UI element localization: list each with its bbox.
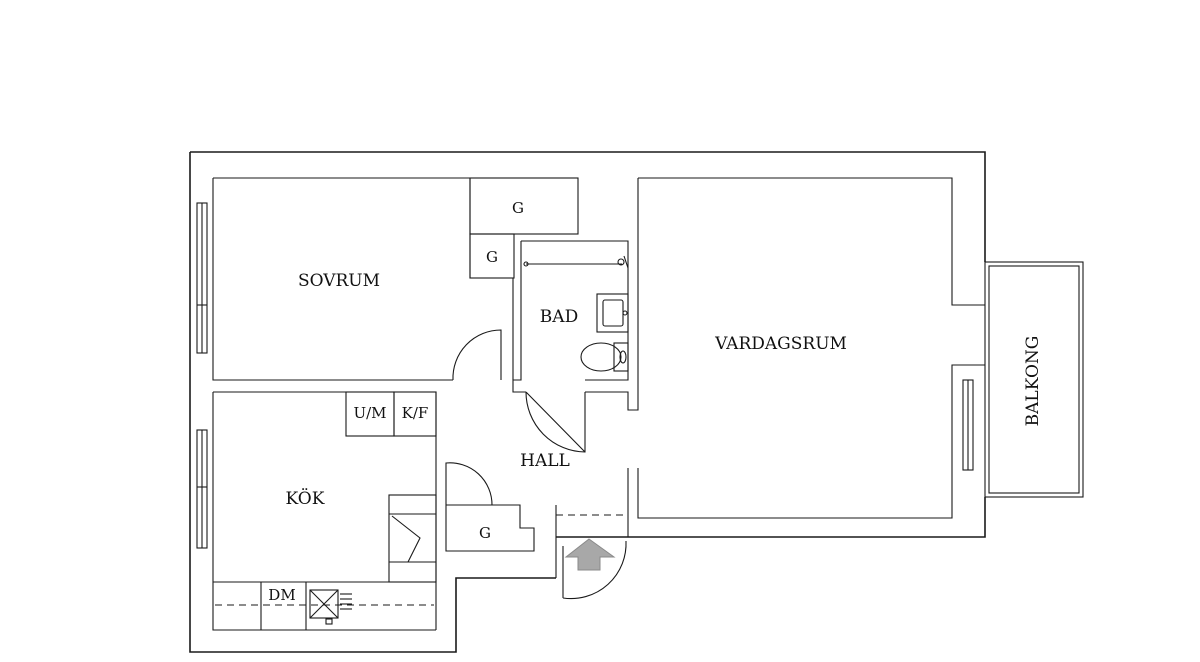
shower-rail <box>523 255 629 269</box>
stove-icon <box>309 589 352 625</box>
closet-mid: G <box>469 233 515 279</box>
room-label-sovrum: SOVRUM <box>298 271 380 291</box>
room-label-balkong: BALKONG <box>1023 336 1043 427</box>
sink-icon <box>596 293 629 333</box>
entrance-arrow-icon <box>564 538 616 571</box>
kitchen-counter: DM <box>213 581 436 630</box>
room-label-bad: BAD <box>540 307 578 327</box>
closet-mid-label: G <box>486 248 498 266</box>
oven-unit <box>388 494 437 583</box>
toilet-icon <box>580 342 629 372</box>
closet-hall-label: G <box>479 524 491 542</box>
doors <box>445 329 627 600</box>
windows <box>196 202 974 549</box>
closet-top-label: G <box>512 199 524 217</box>
outer-walls <box>189 151 986 653</box>
fridge-freezer-label: K/F <box>402 404 429 422</box>
interior-walls <box>212 177 985 631</box>
room-label-kok: KÖK <box>286 488 325 509</box>
fridge-freezer: K/F <box>393 391 437 437</box>
dishwasher-label: DM <box>268 586 295 604</box>
washer-dryer-label: U/M <box>353 404 386 422</box>
balcony <box>984 261 1084 498</box>
washer-dryer: U/M <box>345 391 395 437</box>
room-label-vardagsrum: VARDAGSRUM <box>714 334 847 354</box>
closet-hall: G <box>445 504 535 552</box>
closet-top: G <box>469 177 579 235</box>
room-label-hall: HALL <box>520 451 570 471</box>
